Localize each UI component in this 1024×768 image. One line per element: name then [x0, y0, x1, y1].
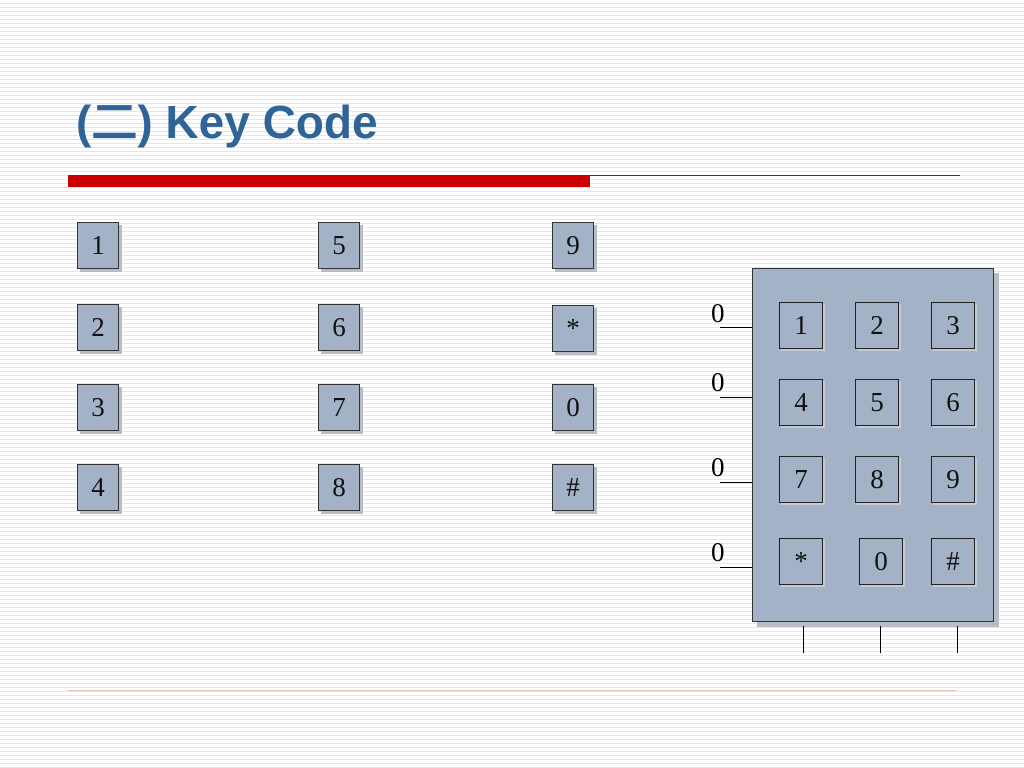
row-line-2 [720, 397, 752, 398]
keypad-key-6: 6 [931, 379, 975, 426]
keypad-key-2: 2 [855, 302, 899, 349]
keypad-key-5: 5 [855, 379, 899, 426]
keypad-key-4: 4 [779, 379, 823, 426]
key-2: 2 [77, 304, 119, 351]
slide-title: (二) Key Code [76, 96, 378, 148]
col-line-3 [957, 626, 958, 653]
key-3: 3 [77, 384, 119, 431]
col-line-2 [880, 626, 881, 653]
key-star: * [552, 305, 594, 352]
row-label-2: 0 [711, 367, 725, 397]
keypad-key-7: 7 [779, 456, 823, 503]
key-5: 5 [318, 222, 360, 269]
keypad-key-8: 8 [855, 456, 899, 503]
keypad-key-3: 3 [931, 302, 975, 349]
key-9: 9 [552, 222, 594, 269]
key-hash: # [552, 464, 594, 511]
keypad-key-9: 9 [931, 456, 975, 503]
key-6: 6 [318, 304, 360, 351]
title-underline-thin [590, 175, 960, 176]
key-7: 7 [318, 384, 360, 431]
row-line-3 [720, 482, 752, 483]
row-label-4: 0 [711, 537, 725, 567]
keypad-panel: 1 2 3 4 5 6 7 8 9 * 0 # [752, 268, 994, 622]
row-label-3: 0 [711, 452, 725, 482]
key-4: 4 [77, 464, 119, 511]
keypad-key-0: 0 [859, 538, 903, 585]
title-underline-thick [68, 175, 590, 187]
keypad-key-hash: # [931, 538, 975, 585]
row-line-4 [720, 567, 752, 568]
key-1: 1 [77, 222, 119, 269]
keypad-key-star: * [779, 538, 823, 585]
key-0: 0 [552, 384, 594, 431]
col-line-1 [803, 626, 804, 653]
row-label-1: 0 [711, 298, 725, 328]
row-line-1 [720, 327, 752, 328]
footer-rule [68, 690, 956, 691]
key-8: 8 [318, 464, 360, 511]
keypad-key-1: 1 [779, 302, 823, 349]
